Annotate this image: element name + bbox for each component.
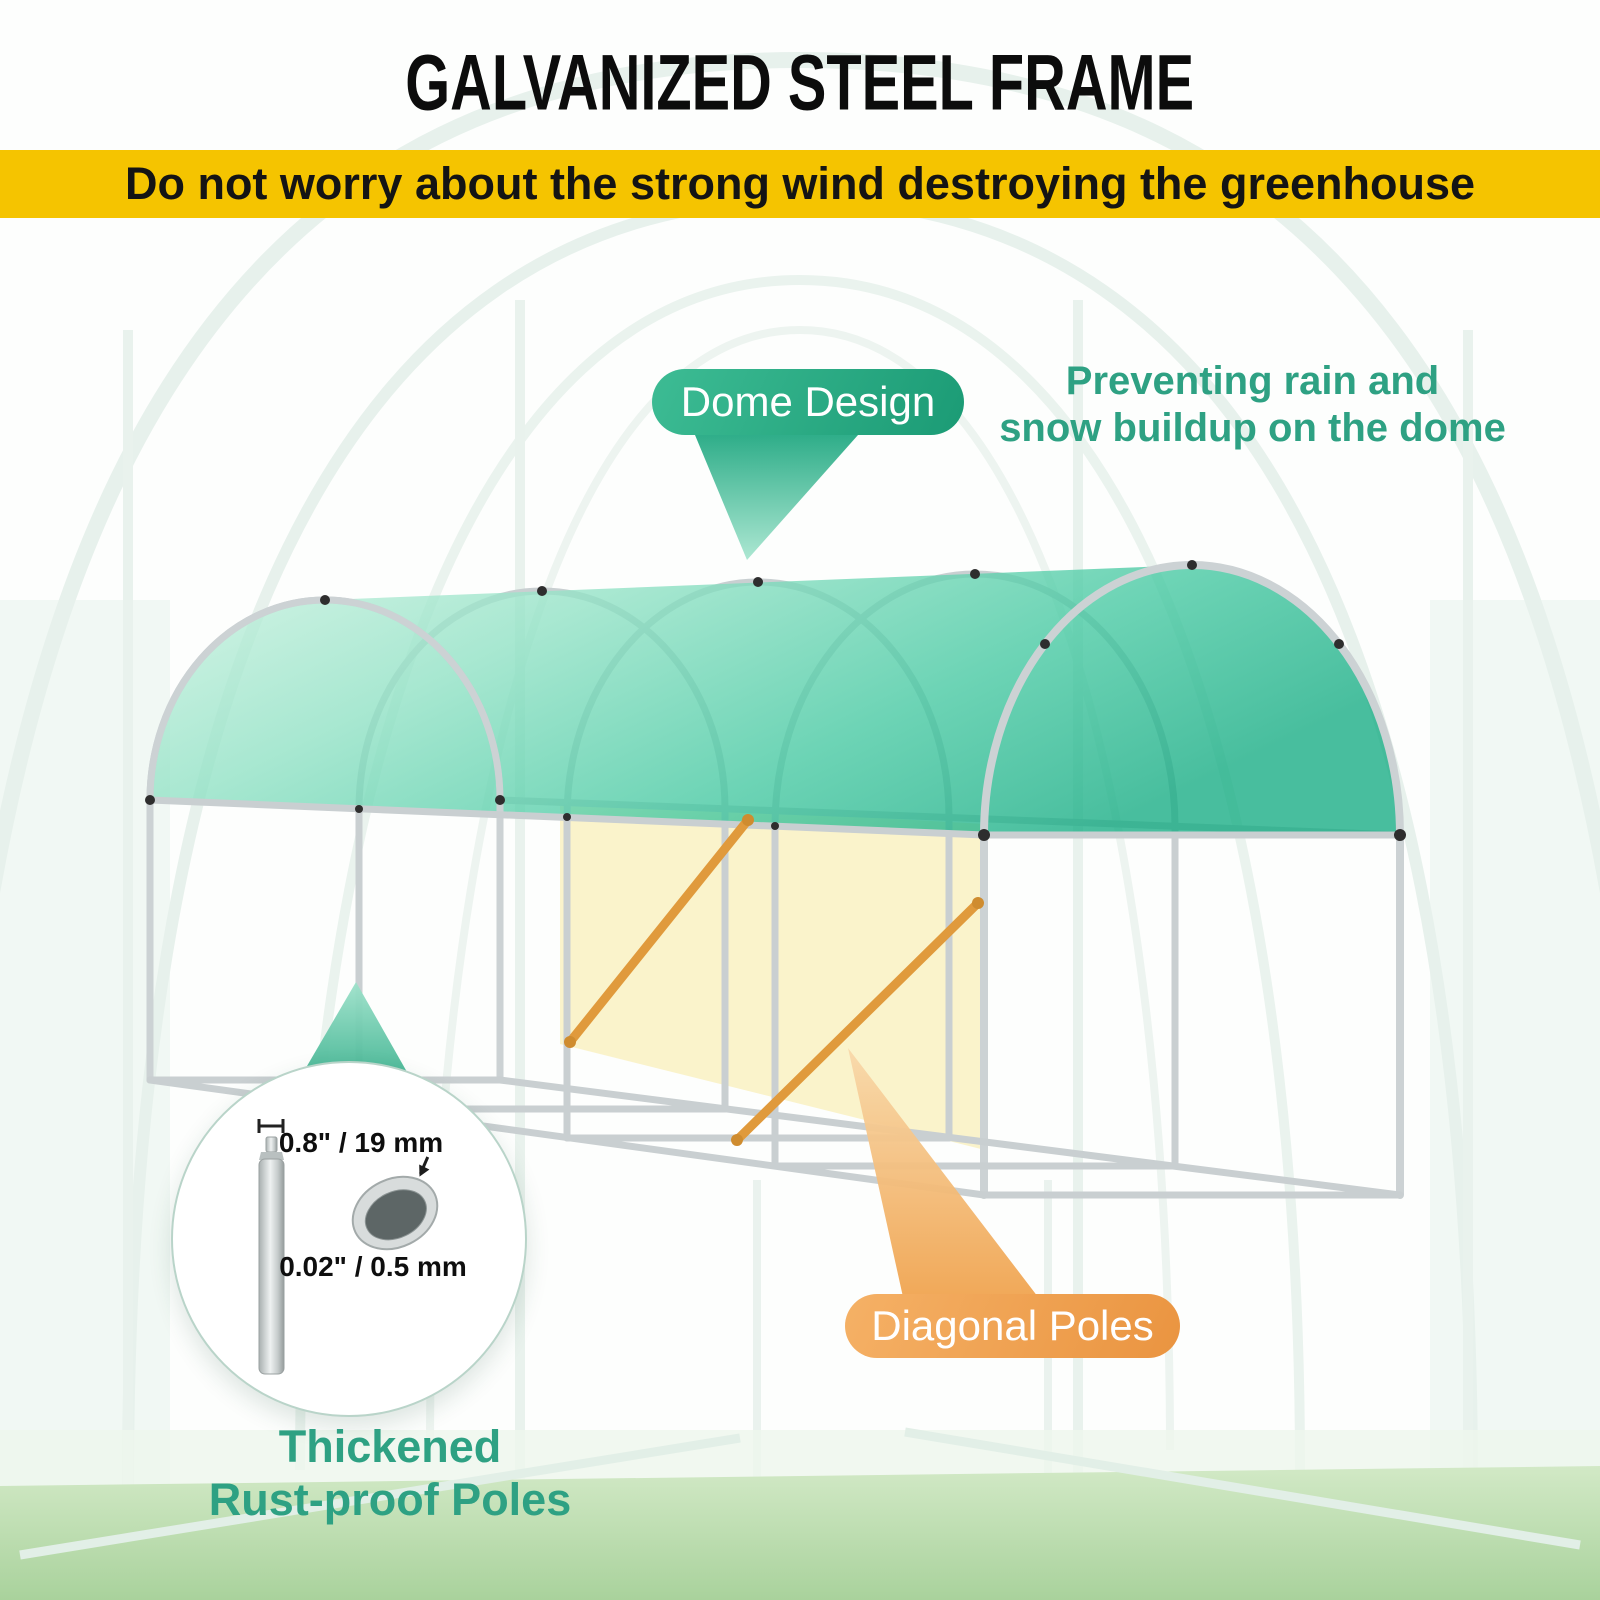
rain-note-line2: snow buildup on the dome bbox=[999, 406, 1506, 450]
grass bbox=[0, 1466, 1600, 1600]
dome-design-label: Dome Design bbox=[680, 378, 936, 425]
pole-icon bbox=[258, 1136, 285, 1375]
dome-cover bbox=[150, 565, 1400, 835]
dome-design-badge: Dome Design bbox=[652, 369, 964, 435]
pole-detail-icons bbox=[257, 1119, 439, 1375]
connector-clips bbox=[145, 560, 1406, 841]
warning-banner-text: Do not worry about the strong wind destr… bbox=[124, 158, 1476, 209]
wall-thickness-label: 0.02" / 0.5 mm bbox=[279, 1251, 467, 1282]
frame-rails bbox=[146, 796, 1404, 1199]
diagonal-pole bbox=[732, 898, 983, 1145]
pole-diameter-label: 0.8" / 19 mm bbox=[278, 1127, 444, 1158]
rain-note-line1: Preventing rain and bbox=[1065, 359, 1440, 403]
diagonal-pole bbox=[565, 815, 753, 1047]
thickened-poles-label: Thickened Rust-proof Poles bbox=[140, 1420, 640, 1526]
diagonal-pointer bbox=[848, 1048, 1038, 1297]
rain-note: Preventing rain and snow buildup on the … bbox=[980, 358, 1525, 452]
bg-base-rails bbox=[19, 1427, 1581, 1560]
thickened-poles-line1: Thickened bbox=[278, 1421, 502, 1472]
pole-detail-callout: 0.8" / 19 mm 0.02" / 0.5 mm bbox=[171, 1061, 527, 1417]
diameter-marker-icon bbox=[257, 1119, 285, 1133]
page-title-text: GALVANIZED STEEL FRAME bbox=[405, 38, 1195, 127]
diagonal-poles-badge: Diagonal Poles bbox=[845, 1294, 1180, 1358]
dome-pointer bbox=[695, 435, 858, 560]
warning-banner: Do not worry about the strong wind destr… bbox=[0, 150, 1600, 218]
page-title: GALVANIZED STEEL FRAME bbox=[0, 38, 1600, 127]
diagonal-poles-label: Diagonal Poles bbox=[871, 1302, 1154, 1349]
diagonal-poles bbox=[564, 814, 984, 1146]
tube-cross-section-icon bbox=[351, 1156, 439, 1251]
bg-arches bbox=[0, 51, 1600, 1487]
thickened-poles-line2: Rust-proof Poles bbox=[208, 1474, 572, 1525]
